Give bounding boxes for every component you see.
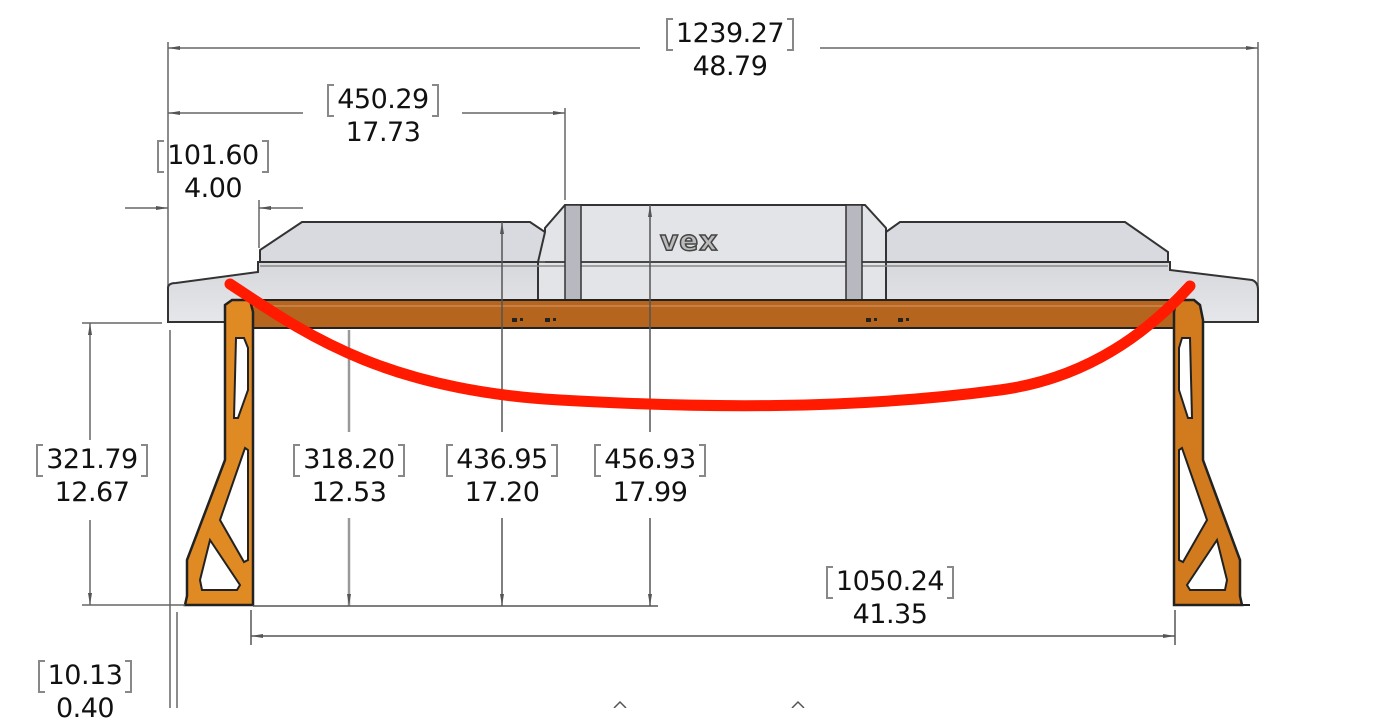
center-block-ribs — [564, 204, 863, 301]
label-leg-spacing-in: 41.35 — [852, 599, 928, 630]
label-edge-overhang-in: 4.00 — [183, 173, 243, 204]
label-overall-width-in: 48.79 — [692, 51, 768, 82]
label-leg-spacing-mm: 1050.24 — [825, 566, 955, 599]
right-leg — [1172, 298, 1250, 607]
label-frame-height-mm: 318.20 — [293, 444, 406, 477]
red-sag-annotation — [224, 278, 1196, 412]
label-leg-height-mm: 321.79 — [36, 444, 149, 477]
dimension-edge-overhang — [125, 200, 303, 248]
label-center-offset-in: 17.73 — [345, 117, 421, 148]
technical-drawing — [82, 42, 1259, 708]
dimension-overall-width — [167, 42, 1259, 320]
partial-markers — [613, 700, 805, 708]
vex-logo: vex — [659, 223, 719, 258]
label-step-height-mm: 436.95 — [446, 444, 559, 477]
label-frame-height: 318.20 12.53 — [279, 444, 419, 508]
left-leg — [183, 298, 255, 607]
label-foot-offset-in: 0.40 — [55, 693, 115, 724]
frame-rail-bolts — [512, 318, 909, 322]
label-edge-overhang-mm: 101.60 — [157, 140, 270, 173]
platform-detail-lines — [260, 261, 1168, 267]
label-step-height-in: 17.20 — [464, 477, 540, 508]
dimension-leg-spacing — [250, 610, 1176, 645]
label-leg-spacing: 1050.24 41.35 — [810, 566, 970, 630]
label-top-height: 456.93 17.99 — [580, 444, 720, 508]
label-frame-height-in: 12.53 — [311, 477, 387, 508]
label-overall-width: 1239.27 48.79 — [650, 18, 810, 82]
label-top-height-in: 17.99 — [612, 477, 688, 508]
label-top-height-mm: 456.93 — [594, 444, 707, 477]
dimension-center-offset — [168, 108, 566, 200]
label-foot-offset-mm: 10.13 — [37, 660, 133, 693]
label-step-height: 436.95 17.20 — [432, 444, 572, 508]
label-center-offset-mm: 450.29 — [327, 84, 440, 117]
label-overall-width-mm: 1239.27 — [665, 18, 795, 51]
label-center-offset: 450.29 17.73 — [313, 84, 453, 148]
label-edge-overhang: 101.60 4.00 — [143, 140, 283, 204]
label-leg-height-in: 12.67 — [54, 477, 130, 508]
label-leg-height: 321.79 12.67 — [22, 444, 162, 508]
frame-rail — [231, 299, 1195, 329]
label-foot-offset: 10.13 0.40 — [20, 660, 150, 724]
dimension-leg-height — [82, 322, 185, 708]
